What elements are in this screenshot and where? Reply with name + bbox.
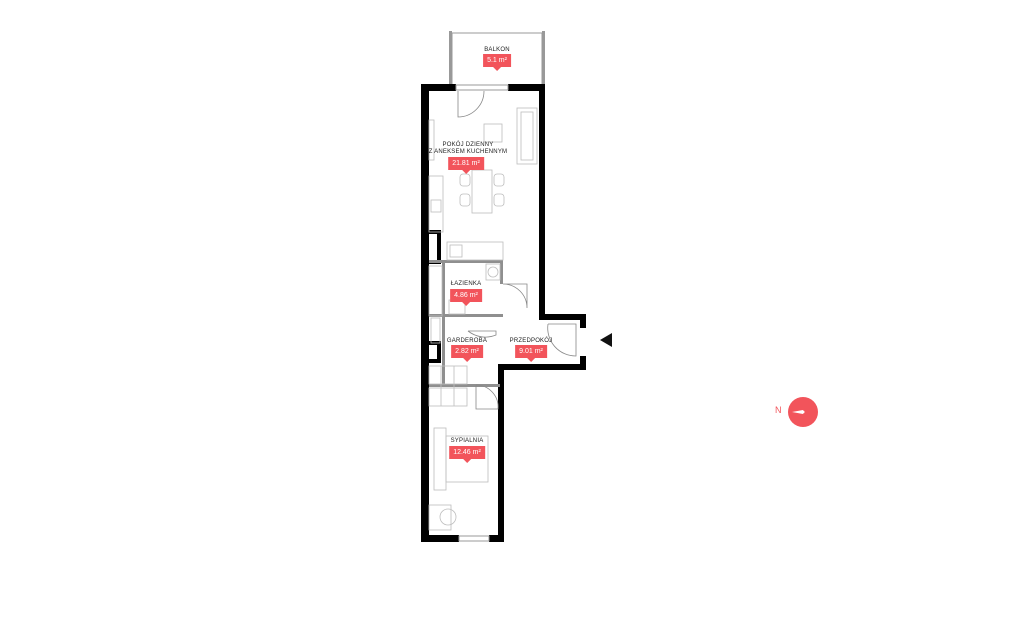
room-name-balkon: BALKON	[484, 47, 510, 53]
exterior-walls	[421, 84, 586, 542]
compass-north-label: N	[775, 405, 782, 415]
furniture	[428, 107, 538, 531]
area-badge-bathroom: 4.86 m²	[450, 289, 482, 306]
room-name-bedroom: SYPIALNIA	[450, 438, 484, 444]
room-name-living-line2: Z ANEKSEM KUCHENNYM	[428, 149, 508, 155]
windows	[455, 84, 509, 542]
north-compass-icon	[788, 397, 818, 427]
area-badge-living: 21.81 m²	[448, 157, 484, 174]
area-badge-balkon: 5.1 m²	[483, 54, 511, 71]
area-badge-wardrobe: 2.82 m²	[451, 345, 483, 362]
room-name-living-line1: POKÓJ DZIENNY	[442, 142, 494, 148]
area-badge-bedroom: 12.46 m²	[449, 446, 485, 463]
partitions	[429, 260, 503, 387]
area-badge-hall: 9.01 m²	[515, 345, 547, 362]
room-name-hall: PRZEDPOKÓJ	[509, 338, 553, 344]
room-name-bathroom: ŁAZIENKA	[450, 281, 482, 287]
doors	[457, 90, 577, 410]
room-name-wardrobe: GARDEROBA	[446, 338, 488, 344]
entrance-arrow-icon	[600, 333, 612, 347]
